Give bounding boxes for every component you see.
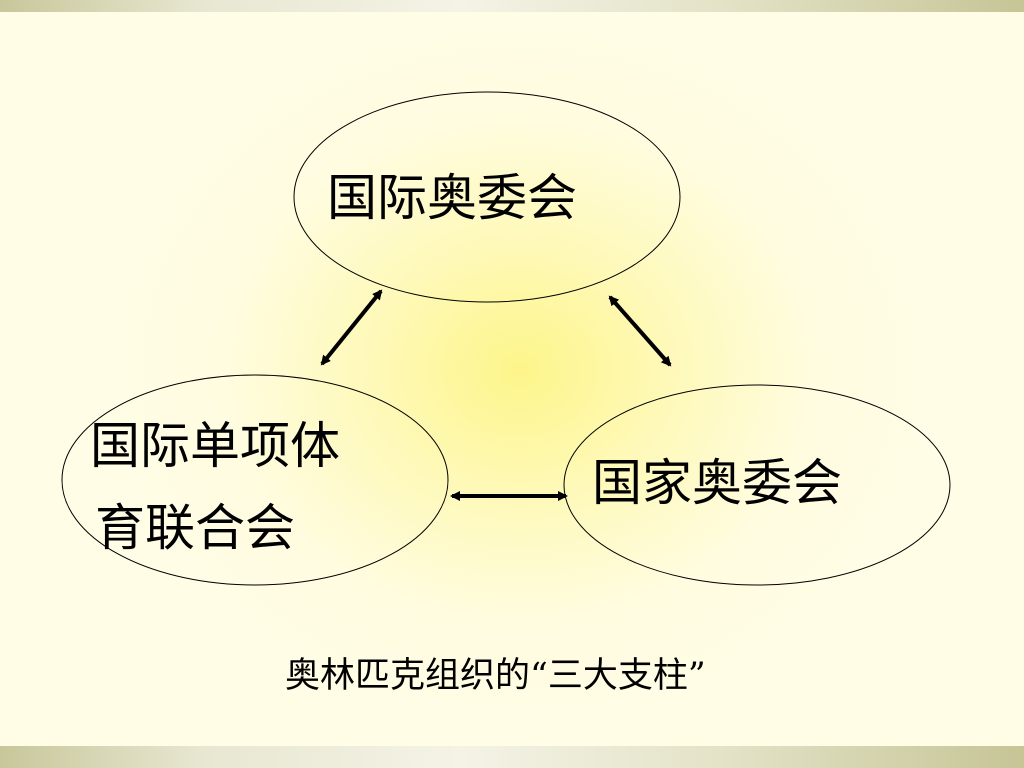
noc-ellipse: [563, 384, 951, 586]
slide-caption: 奥林匹克组织的“三大支柱”: [285, 656, 706, 696]
international-federations-label-line2: 育联合会: [95, 499, 295, 557]
arrow-ioc-if: [320, 289, 383, 366]
top-decorative-band: [0, 0, 1024, 12]
ioc-label: 国际奥委会: [327, 169, 577, 227]
bottom-decorative-band: [0, 746, 1024, 768]
arrow-ioc-noc: [608, 295, 672, 367]
noc-label: 国家奥委会: [592, 454, 842, 512]
ioc-ellipse: [293, 91, 681, 303]
international-federations-label-line1: 国际单项体: [90, 417, 340, 475]
international-federations-ellipse: [61, 374, 449, 586]
